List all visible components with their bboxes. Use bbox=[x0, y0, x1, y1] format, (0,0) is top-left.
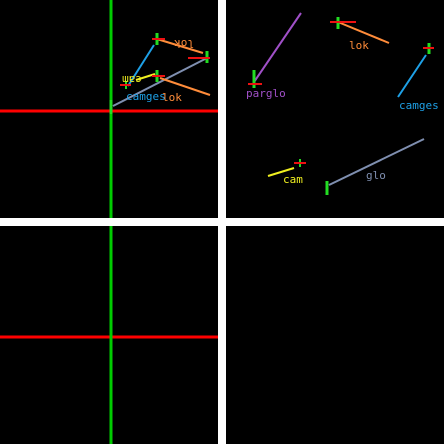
panel-top-left: lok cam camges lok bbox=[0, 0, 218, 218]
segment-lok-upper bbox=[156, 38, 204, 54]
segment-lok bbox=[337, 21, 390, 44]
panel-bottom-left bbox=[0, 226, 218, 444]
panel-top-right: lok parglo camges cam glo bbox=[226, 0, 444, 218]
label-camges: camges bbox=[126, 90, 166, 103]
segment-camges bbox=[397, 54, 427, 98]
segment-parglo bbox=[253, 12, 302, 83]
handle-3[interactable] bbox=[152, 70, 165, 82]
label-glo: glo bbox=[366, 169, 386, 182]
panel-bottom-left-canvas bbox=[0, 226, 218, 444]
label-lok: lok bbox=[162, 91, 182, 104]
panel-bottom-right bbox=[226, 226, 444, 444]
label-parglo: parglo bbox=[246, 87, 286, 100]
panel-top-left-canvas: lok cam camges lok bbox=[0, 0, 218, 218]
handle-camges[interactable] bbox=[423, 43, 434, 54]
handle-1[interactable] bbox=[152, 33, 165, 45]
handle-4[interactable] bbox=[120, 81, 131, 89]
handle-2[interactable] bbox=[188, 51, 210, 63]
segment-cam bbox=[267, 167, 295, 177]
label-cam-rotated: cam bbox=[122, 73, 142, 86]
label-camges: camges bbox=[399, 99, 439, 112]
segment-glo bbox=[112, 57, 208, 107]
handle-cam[interactable] bbox=[294, 159, 306, 167]
segment-glo bbox=[328, 138, 425, 186]
handle-lok[interactable] bbox=[330, 17, 356, 29]
panel-top-right-canvas: lok parglo camges cam glo bbox=[246, 12, 439, 195]
label-cam: cam bbox=[283, 173, 303, 186]
label-lok: lok bbox=[349, 39, 369, 52]
label-lok-rotated: lok bbox=[174, 37, 194, 50]
segment-lok-lower bbox=[159, 77, 211, 96]
segment-cam bbox=[135, 73, 156, 81]
segment-camges bbox=[127, 44, 155, 87]
handle-parglo[interactable] bbox=[248, 70, 262, 88]
